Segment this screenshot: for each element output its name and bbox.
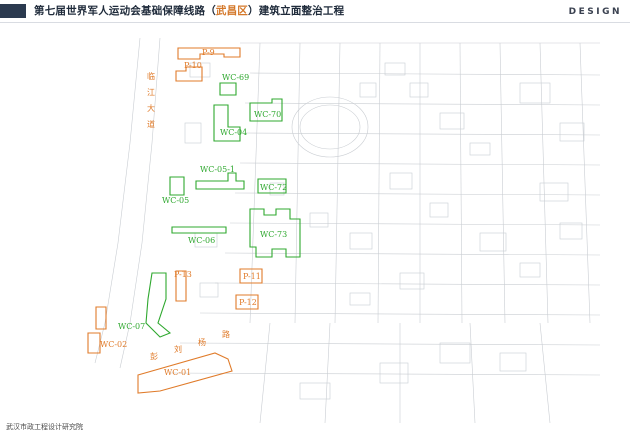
- header-divider: [0, 22, 630, 23]
- linjiang-road-label: 临 江 大 道: [147, 71, 155, 129]
- label-wc-73: WC-73: [260, 230, 287, 239]
- footer-text: 武汉市政工程设计研究院: [6, 423, 83, 431]
- header-color-block: [0, 4, 26, 18]
- svg-text:道: 道: [147, 119, 155, 129]
- site-plan-map[interactable]: 临 江 大 道 彭 刘 杨 路 P-9 P-10 P-13 P-11 P-12 …: [0, 23, 630, 424]
- green-buildings: [145, 82, 301, 338]
- site-plan-svg: 临 江 大 道 彭 刘 杨 路 P-9 P-10 P-13 P-11 P-12 …: [87, 37, 601, 424]
- page-title: 第七届世界军人运动会基础保障线路（武昌区）建筑立面整治工程: [34, 5, 345, 17]
- design-label: DESIGN: [568, 7, 622, 17]
- base-map-lines: [94, 37, 601, 424]
- label-p-13: P-13: [174, 270, 192, 279]
- orange-buildings: [87, 47, 263, 394]
- svg-text:刘: 刘: [174, 344, 182, 354]
- orange-labels: P-9 P-10 P-13 P-11 P-12 WC-02 WC-01: [100, 48, 261, 377]
- label-wc-02: WC-02: [100, 340, 127, 349]
- label-wc-05: WC-05: [162, 196, 189, 205]
- svg-text:临: 临: [147, 71, 155, 81]
- svg-text:路: 路: [222, 329, 230, 339]
- label-p-12: P-12: [239, 298, 257, 307]
- svg-text:江: 江: [147, 88, 155, 97]
- label-p-10: P-10: [184, 61, 202, 70]
- label-wc-06: WC-06: [188, 236, 215, 245]
- district-highlight: 武昌区: [215, 5, 249, 17]
- label-wc-07: WC-07: [118, 322, 145, 331]
- label-wc-04: WC-04: [220, 128, 247, 137]
- pengliuyang-road-label: 彭 刘 杨 路: [150, 329, 230, 361]
- label-wc-70: WC-70: [254, 110, 281, 119]
- green-labels: WC-69 WC-70 WC-04 WC-05-1 WC-05 WC-72 WC…: [118, 73, 287, 331]
- svg-text:彭: 彭: [150, 351, 158, 361]
- label-wc-01: WC-01: [164, 368, 191, 377]
- label-wc-69: WC-69: [222, 73, 249, 82]
- label-p-9: P-9: [202, 48, 215, 57]
- svg-text:大: 大: [147, 103, 155, 113]
- label-wc-72: WC-72: [260, 183, 287, 192]
- label-p-11: P-11: [243, 272, 261, 281]
- svg-text:杨: 杨: [198, 337, 206, 347]
- footer-bar: 武汉市政工程设计研究院: [0, 422, 630, 433]
- header-bar: 第七届世界军人运动会基础保障线路（武昌区）建筑立面整治工程 DESIGN: [0, 0, 630, 22]
- label-wc-05-1: WC-05-1: [200, 165, 235, 174]
